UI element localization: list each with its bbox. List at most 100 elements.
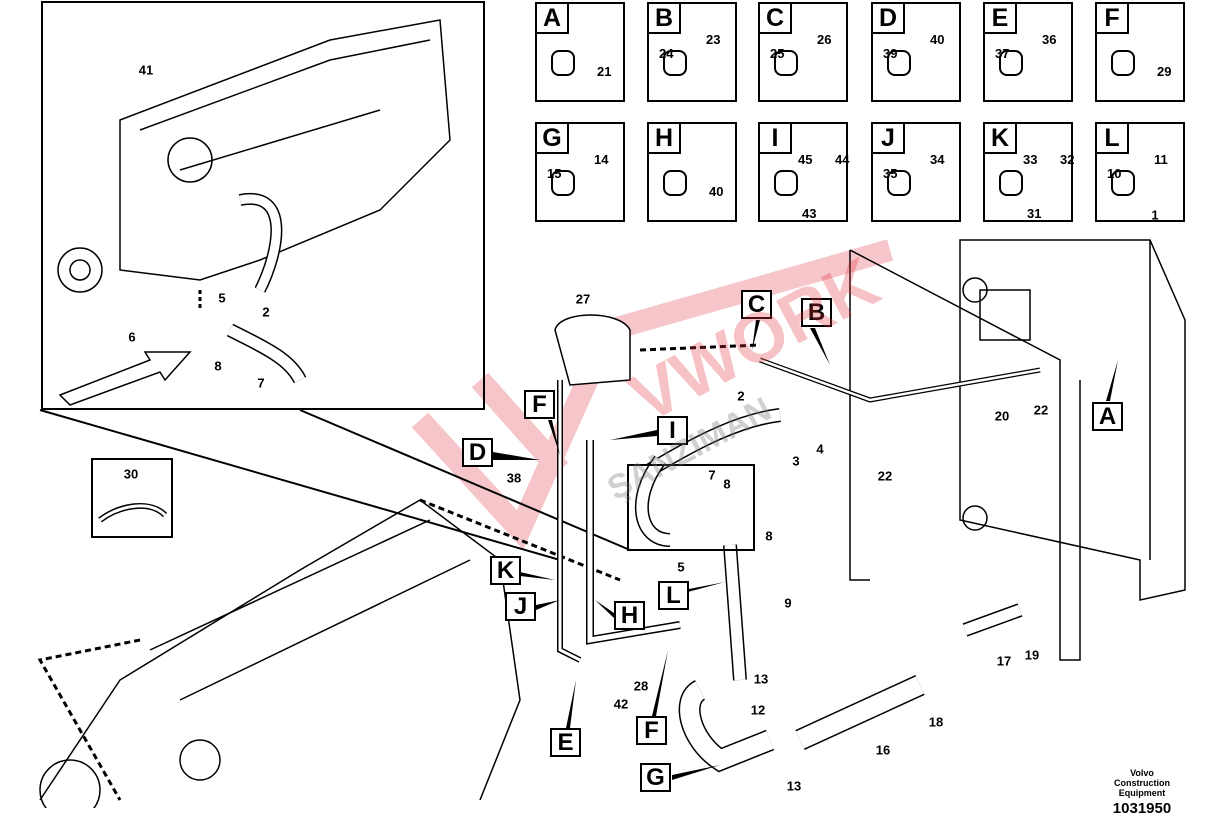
kit-letter: F xyxy=(1095,2,1129,34)
part-callout: 1 xyxy=(1151,207,1159,223)
part-callout: 18 xyxy=(928,714,944,730)
document-number: 1031950 xyxy=(1112,800,1172,817)
kit-callout-f: F xyxy=(636,716,667,745)
part-callout: 7 xyxy=(257,375,265,391)
part-callout: 5 xyxy=(677,559,685,575)
kit-letter: I xyxy=(758,122,792,154)
kit-callout-h: H xyxy=(614,601,645,630)
part-callout: 20 xyxy=(994,408,1010,424)
kit-panel-d: D 39 40 xyxy=(871,2,961,102)
clamp-icon xyxy=(774,170,798,196)
kit-letter: A xyxy=(535,2,569,34)
part-callout: 8 xyxy=(214,358,222,374)
part-callout: 13 xyxy=(786,778,802,794)
kit-panel-f: F 29 xyxy=(1095,2,1185,102)
maker-label: Volvo Construction Equipment xyxy=(1114,768,1170,798)
part-callout: 3 xyxy=(792,453,800,469)
clamp-icon xyxy=(663,170,687,196)
engine-inset-drawing xyxy=(57,19,451,406)
part-callout: 41 xyxy=(138,62,154,78)
kit-panel-a: A 21 xyxy=(535,2,625,102)
part-number: 32 xyxy=(1060,152,1075,167)
kit-callout-k: K xyxy=(490,556,521,585)
kit-callout-f: F xyxy=(524,390,555,419)
kit-callout-i: I xyxy=(657,416,688,445)
part-callout: 22 xyxy=(877,468,893,484)
clamp-icon xyxy=(1111,50,1135,76)
kit-panel-i: I 45 44 43 xyxy=(758,122,850,222)
part-callout: 42 xyxy=(613,696,629,712)
part-callout: 6 xyxy=(128,329,136,345)
kit-callout-j: J xyxy=(505,592,536,621)
part-callout: 12 xyxy=(750,702,766,718)
kit-letter: D xyxy=(871,2,905,34)
part-callout: 27 xyxy=(575,291,591,307)
part-number: 15 xyxy=(547,166,562,181)
kit-30-frame xyxy=(91,458,173,538)
kit-panel-l: L 10 11 xyxy=(1095,122,1185,222)
part-callout: 5 xyxy=(218,290,226,306)
part-number: 11 xyxy=(1154,152,1168,167)
clamp-icon xyxy=(551,50,575,76)
part-number: 25 xyxy=(770,46,785,61)
part-callout: 2 xyxy=(737,388,745,404)
part-callout: 7 xyxy=(708,467,716,483)
kit-panel-b: B 24 23 xyxy=(647,2,737,102)
kit-letter: L xyxy=(1095,122,1129,154)
kit-letter: C xyxy=(758,2,792,34)
part-callout: 2 xyxy=(262,304,270,320)
part-number: 34 xyxy=(930,152,945,167)
part-callout: 8 xyxy=(765,528,773,544)
part-callout: 8 xyxy=(723,476,731,492)
part-callout: 38 xyxy=(506,470,522,486)
part-number: 33 xyxy=(1023,152,1038,167)
kit-letter: E xyxy=(983,2,1017,34)
part-number: 24 xyxy=(659,46,674,61)
kit-callout-a: A xyxy=(1092,402,1123,431)
part-number: 10 xyxy=(1107,166,1122,181)
clamp-icon xyxy=(774,50,798,76)
part-callout: 28 xyxy=(633,678,649,694)
part-callout: 9 xyxy=(784,595,792,611)
part-number: 39 xyxy=(883,46,898,61)
kit-callout-c: C xyxy=(741,290,772,319)
part-number: 31 xyxy=(1027,206,1042,221)
part-number: 40 xyxy=(930,32,945,47)
part-number: 43 xyxy=(802,206,817,221)
kit-callout-l: L xyxy=(658,581,689,610)
kit-panel-k: K 33 32 31 xyxy=(983,122,1075,222)
kit-callout-g: G xyxy=(640,763,671,792)
clamp-icon xyxy=(887,50,911,76)
part-number: 37 xyxy=(995,46,1010,61)
part-number: 44 xyxy=(835,152,850,167)
footer: Volvo Construction Equipment 1031950 xyxy=(1102,768,1182,817)
part-callout: 13 xyxy=(753,671,769,687)
part-callout: 19 xyxy=(1024,647,1040,663)
part-number: 40 xyxy=(709,184,724,199)
part-number: 29 xyxy=(1157,64,1172,79)
engine-drawing xyxy=(37,498,621,808)
part-number: 23 xyxy=(706,32,721,47)
part-callout: 16 xyxy=(875,742,891,758)
kit-letter: K xyxy=(983,122,1017,154)
hoses-drawing xyxy=(554,314,1041,773)
kit-letter: G xyxy=(535,122,569,154)
part-callout: 22 xyxy=(1033,402,1049,418)
part-number: 35 xyxy=(883,166,898,181)
clamp-icon xyxy=(999,170,1023,196)
clamp-icon xyxy=(887,170,911,196)
clamp-icon xyxy=(663,50,687,76)
part-callout: 17 xyxy=(996,653,1012,669)
watermark-logo xyxy=(411,239,894,550)
clamp-icon xyxy=(999,50,1023,76)
kit-letter: B xyxy=(647,2,681,34)
part-number: 26 xyxy=(817,32,832,47)
part-number: 45 xyxy=(798,152,813,167)
part-number: 21 xyxy=(597,64,612,79)
kit-callout-b: B xyxy=(801,298,832,327)
